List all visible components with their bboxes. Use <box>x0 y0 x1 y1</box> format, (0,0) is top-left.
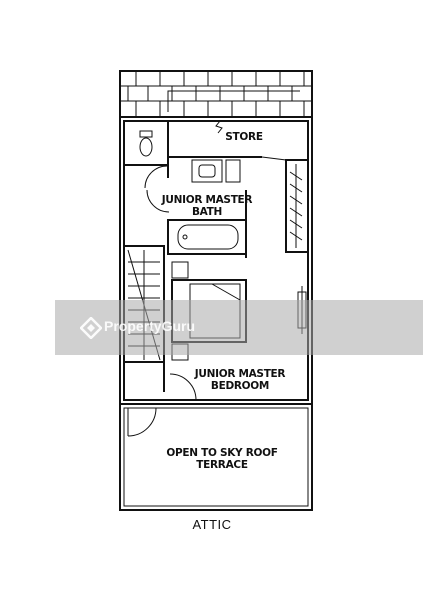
store-label: STORE <box>225 131 263 143</box>
roof-tiles <box>119 70 313 118</box>
bathtub-icon <box>167 219 247 255</box>
bedroom-label-line2: BEDROOM <box>211 380 269 392</box>
basin-icon <box>191 159 241 183</box>
bedroom-label-line1: JUNIOR MASTER <box>194 368 286 380</box>
terrace-label-line2: TERRACE <box>196 459 248 471</box>
terrace-label-line1: OPEN TO SKY ROOF <box>166 447 277 459</box>
toilet-icon <box>139 130 153 157</box>
store-wall <box>167 120 262 178</box>
plan-title: ATTIC <box>192 517 232 532</box>
wardrobe-icon <box>261 156 309 253</box>
watermark-band <box>55 300 423 355</box>
terrace-door-icon <box>127 407 157 437</box>
watermark-text: PropertyGuru <box>104 318 196 334</box>
propertyguru-logo-icon <box>80 317 102 339</box>
bath-door-icon <box>144 165 170 213</box>
bedroom-door-icon <box>163 362 308 401</box>
bath-label-line1: JUNIOR MASTER <box>161 194 253 206</box>
bath-label-line2: BATH <box>192 206 222 218</box>
